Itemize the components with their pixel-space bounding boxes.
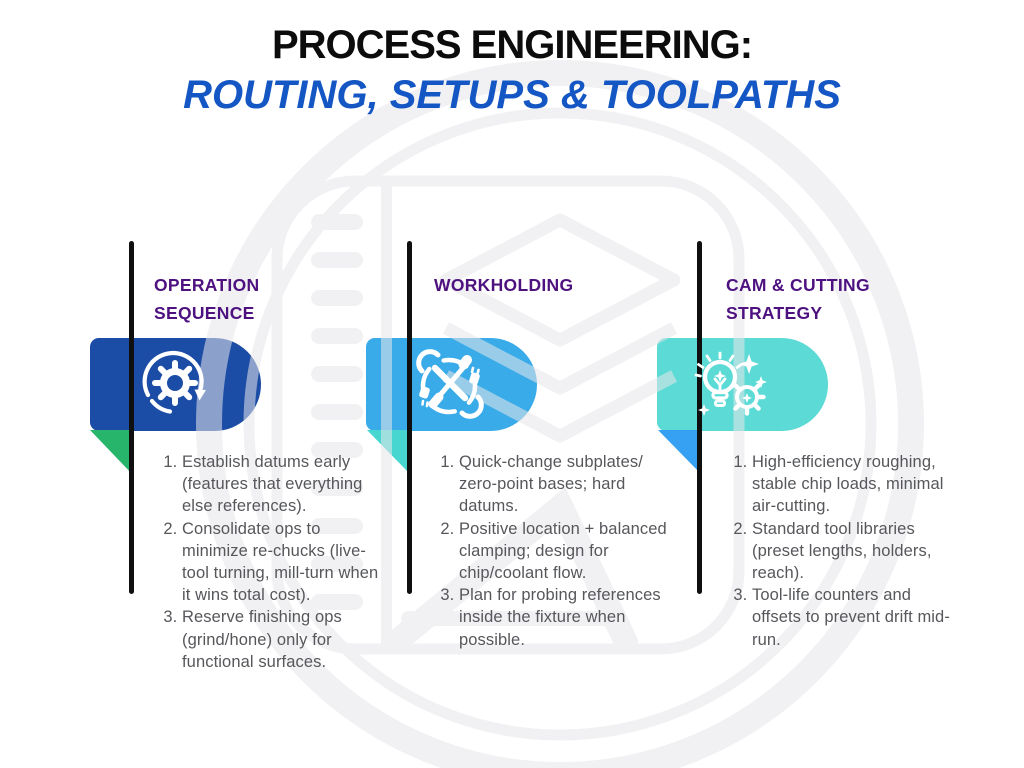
cam-strategy-list: High-efficiency roughing, stable chip lo…	[733, 451, 964, 651]
page-title: PROCESS ENGINEERING:	[271, 23, 753, 67]
tools-plug-icon	[416, 349, 484, 419]
list-item: Tool-life counters and offsets to preven…	[752, 584, 964, 651]
list-item: Positive location + balanced clamping; d…	[459, 518, 674, 585]
badge-fold-green	[90, 430, 133, 475]
column-heading-workholding: WORKHOLDING	[434, 275, 574, 295]
list-item: Standard tool libraries (preset lengths,…	[752, 518, 964, 585]
list-item: Plan for probing references inside the f…	[459, 584, 674, 651]
list-item: High-efficiency roughing, stable chip lo…	[752, 451, 964, 518]
operation-sequence-list: Establish datums early (features that ev…	[163, 451, 379, 673]
process-cycle-icon	[142, 351, 206, 414]
column-heading-operation-sequence: OPERATION SEQUENCE	[154, 275, 260, 323]
idea-gear-icon	[694, 351, 767, 416]
list-item: Consolidate ops to minimize re-chucks (l…	[182, 518, 379, 607]
list-item: Quick-change subplates/ zero-point bases…	[459, 451, 674, 518]
list-item: Establish datums early (features that ev…	[182, 451, 379, 518]
list-item: Reserve finishing ops (grind/hone) only …	[182, 606, 379, 673]
workholding-list: Quick-change subplates/ zero-point bases…	[440, 451, 674, 651]
column-heading-cam-strategy: CAM & CUTTING STRATEGY	[726, 275, 870, 323]
page-subtitle: ROUTING, SETUPS & TOOLPATHS	[183, 73, 841, 117]
timeline-bar-1	[129, 241, 134, 594]
